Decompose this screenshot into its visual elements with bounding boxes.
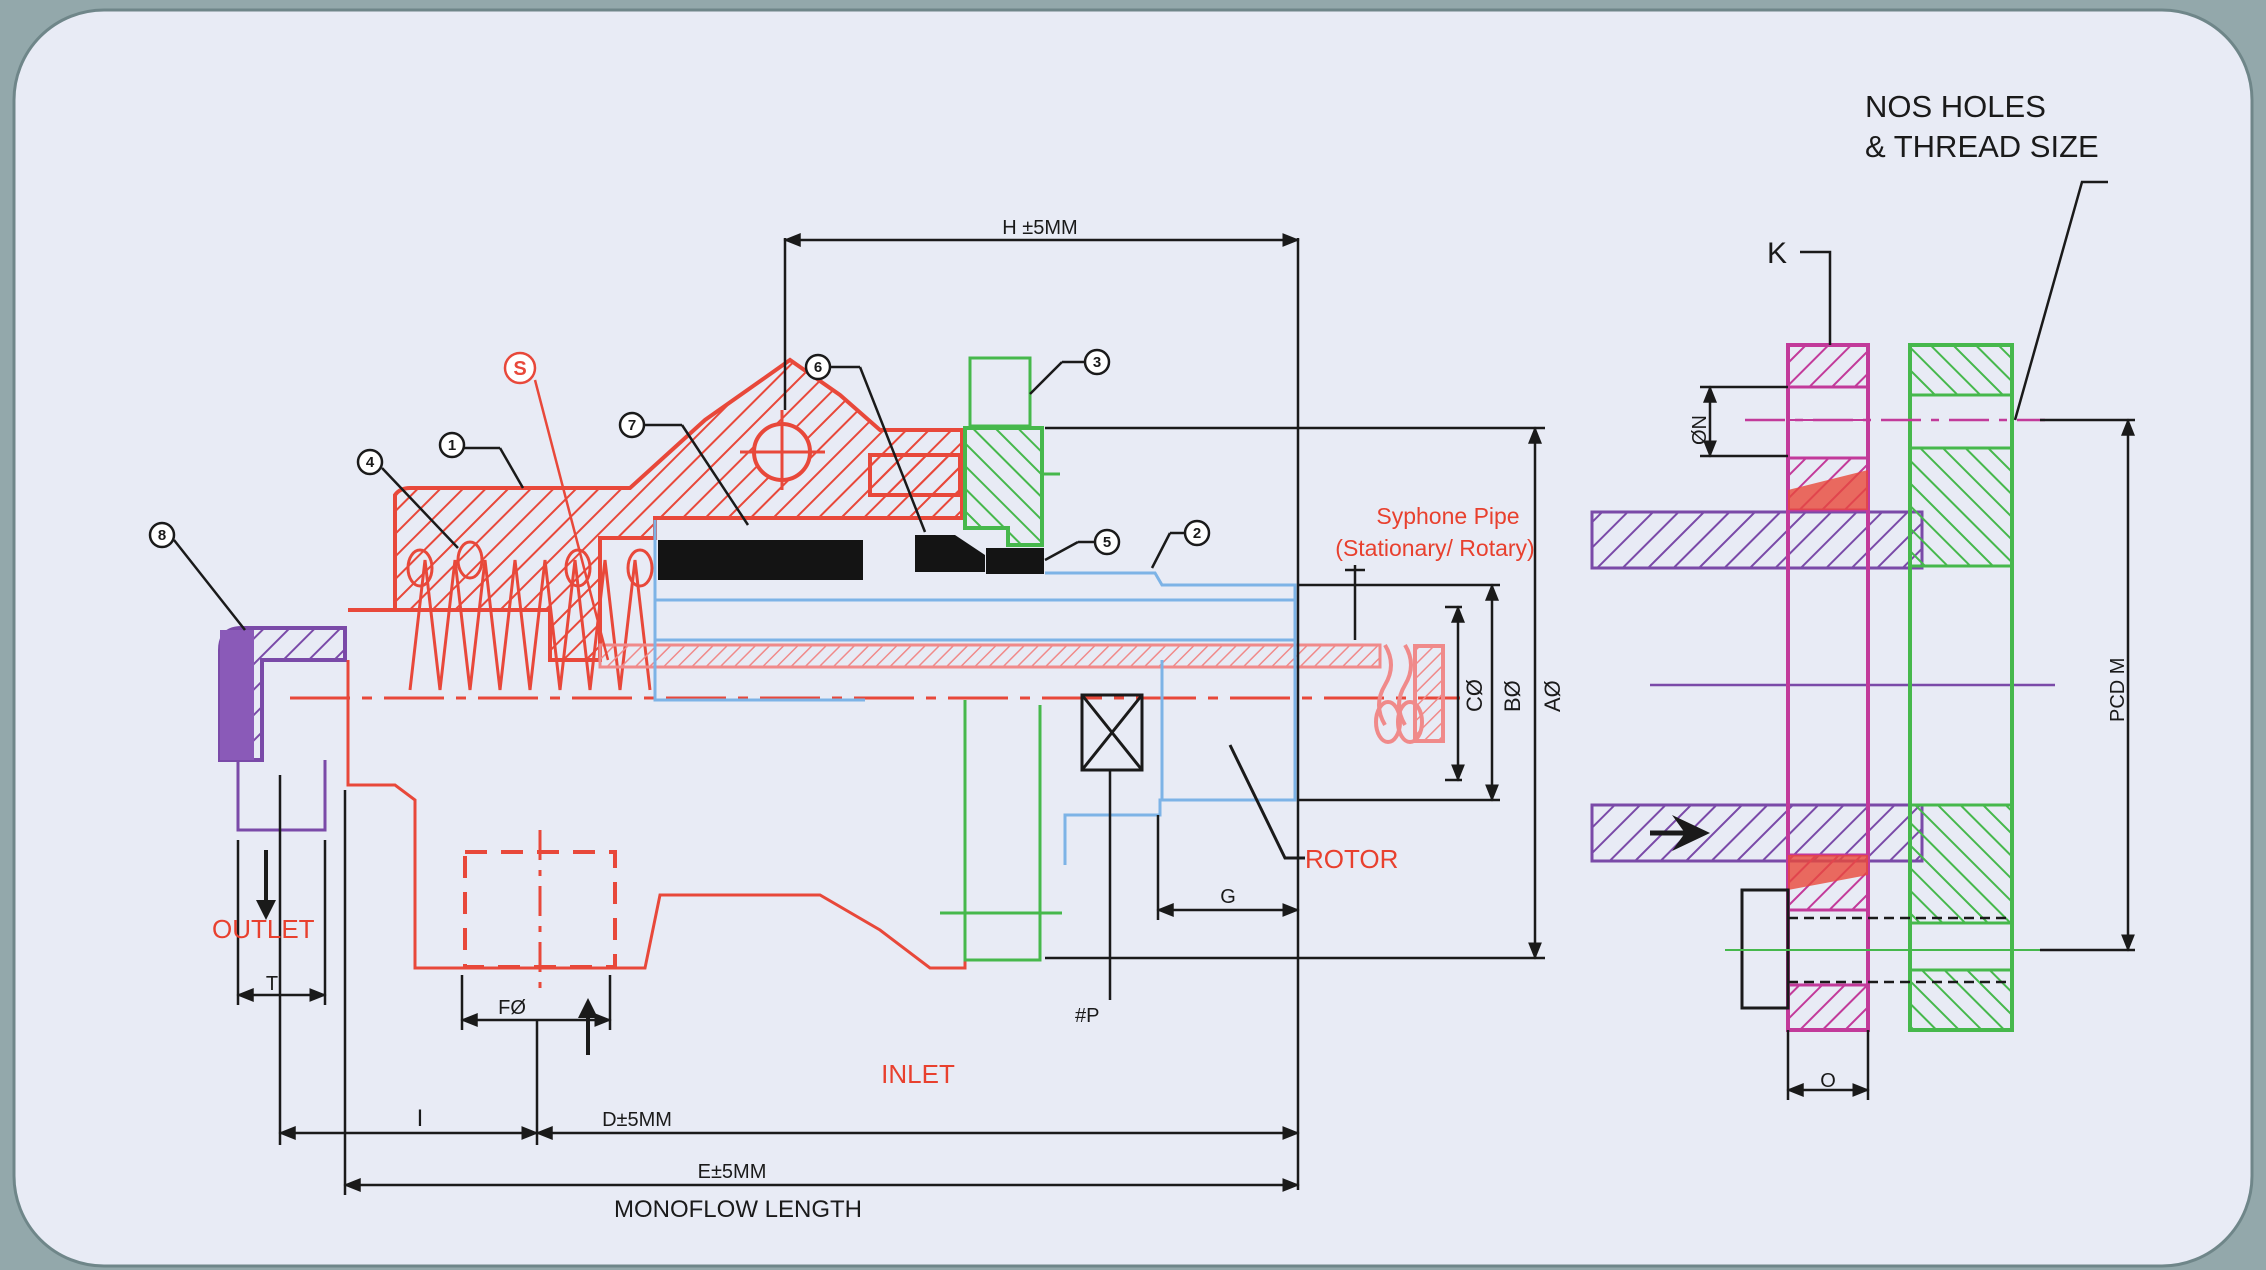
outlet-label: OUTLET <box>212 914 315 944</box>
callout-6-number: 6 <box>814 359 822 376</box>
nos-holes-label-line2: & THREAD SIZE <box>1865 129 2099 164</box>
callout-8 <box>148 521 246 631</box>
outlet-arrow <box>256 850 276 920</box>
siphon-pipe <box>598 643 1382 669</box>
callout-4 <box>356 448 459 549</box>
c-diameter-label: CØ <box>1462 679 1487 712</box>
f-diameter-label: FØ <box>498 997 526 1019</box>
siphon-pipe-label-line1: Syphone Pipe <box>1376 503 1519 529</box>
callout-5 <box>1044 528 1121 562</box>
callout-8-number: 8 <box>158 527 166 544</box>
callout-s-letter: S <box>513 358 526 380</box>
callout-2 <box>1150 519 1211 569</box>
d-dimension-label: D±5MM <box>602 1109 672 1131</box>
callout-4-number: 4 <box>366 454 375 471</box>
flange-dimensions <box>1700 180 2135 1100</box>
siphon-pipe-break <box>1374 643 1445 744</box>
callout-1 <box>438 431 525 489</box>
seal-5 <box>986 548 1044 574</box>
callout-6 <box>804 353 927 533</box>
t-dimension-label: T <box>266 973 278 995</box>
callout-2-number: 2 <box>1193 525 1201 542</box>
rotor-label: ROTOR <box>1305 844 1398 874</box>
nos-holes-label-line1: NOS HOLES <box>1865 89 2046 124</box>
rotor-shaft <box>653 520 1297 865</box>
callout-3 <box>1029 348 1111 395</box>
flange-pipe-bottom <box>1590 803 1924 863</box>
callout-s <box>503 351 610 661</box>
end-cap <box>940 356 1062 962</box>
g-dimension-label: G <box>1220 886 1236 908</box>
monoflow-length-label: MONOFLOW LENGTH <box>614 1196 862 1223</box>
seal-6 <box>915 535 985 572</box>
callout-7-number: 7 <box>628 417 636 434</box>
outlet-elbow <box>218 626 347 832</box>
callout-5-number: 5 <box>1103 534 1111 551</box>
n-diameter-label: ØN <box>1689 415 1711 445</box>
inlet-arrow <box>578 998 598 1055</box>
pcd-label: PCD M <box>2107 658 2129 722</box>
dimension-lines <box>236 233 1545 1195</box>
inlet-label: INLET <box>881 1059 955 1089</box>
flange-view <box>1590 343 2055 1032</box>
housing-body <box>348 357 964 662</box>
callout-1-number: 1 <box>448 437 456 454</box>
i-dimension-label: I <box>417 1105 424 1132</box>
callout-3-number: 3 <box>1093 354 1101 371</box>
spring-assembly <box>406 540 654 691</box>
carbon-seal <box>658 540 863 580</box>
housing-outline <box>346 660 967 970</box>
p-label: #P <box>1075 1005 1099 1027</box>
o-dimension-label: O <box>1820 1070 1836 1092</box>
bearing <box>1080 693 1144 772</box>
flange-pipe-top <box>1590 510 1924 570</box>
siphon-pipe-label-line2: (Stationary/ Rotary) <box>1335 535 1534 561</box>
drawing-panel <box>12 8 2254 1268</box>
e-dimension-label: E±5MM <box>698 1161 767 1183</box>
k-label: K <box>1767 237 1787 270</box>
a-diameter-label: AØ <box>1540 680 1565 712</box>
callout-7 <box>618 411 750 526</box>
h-dimension-label: H ±5MM <box>1002 217 1077 239</box>
b-diameter-label: BØ <box>1500 680 1525 712</box>
